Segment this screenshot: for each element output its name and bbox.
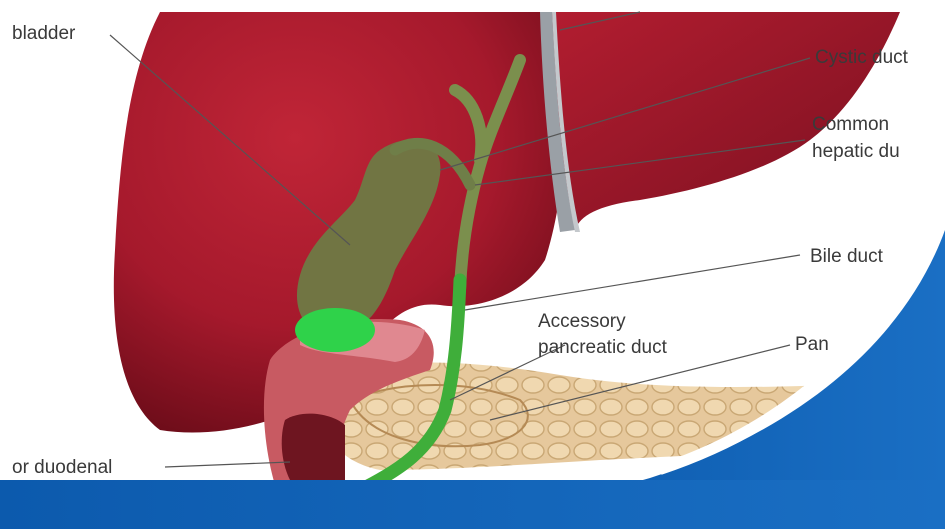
label-gallbladder: bladder <box>12 22 75 46</box>
label-accessory-line1: Accessory <box>538 310 626 334</box>
label-pancreatic: Pan <box>795 333 829 357</box>
label-common-hepatic-line1: Common <box>812 113 889 137</box>
label-duodenal: or duodenal <box>12 456 112 480</box>
gallbladder-fundus <box>295 308 375 352</box>
label-bile-duct: Bile duct <box>810 245 883 269</box>
label-common-hepatic-line2: hepatic du <box>812 140 900 164</box>
label-accessory-line2: pancreatic duct <box>538 336 667 360</box>
brand-band <box>0 480 945 529</box>
label-cystic-duct: Cystic duct <box>815 46 908 70</box>
